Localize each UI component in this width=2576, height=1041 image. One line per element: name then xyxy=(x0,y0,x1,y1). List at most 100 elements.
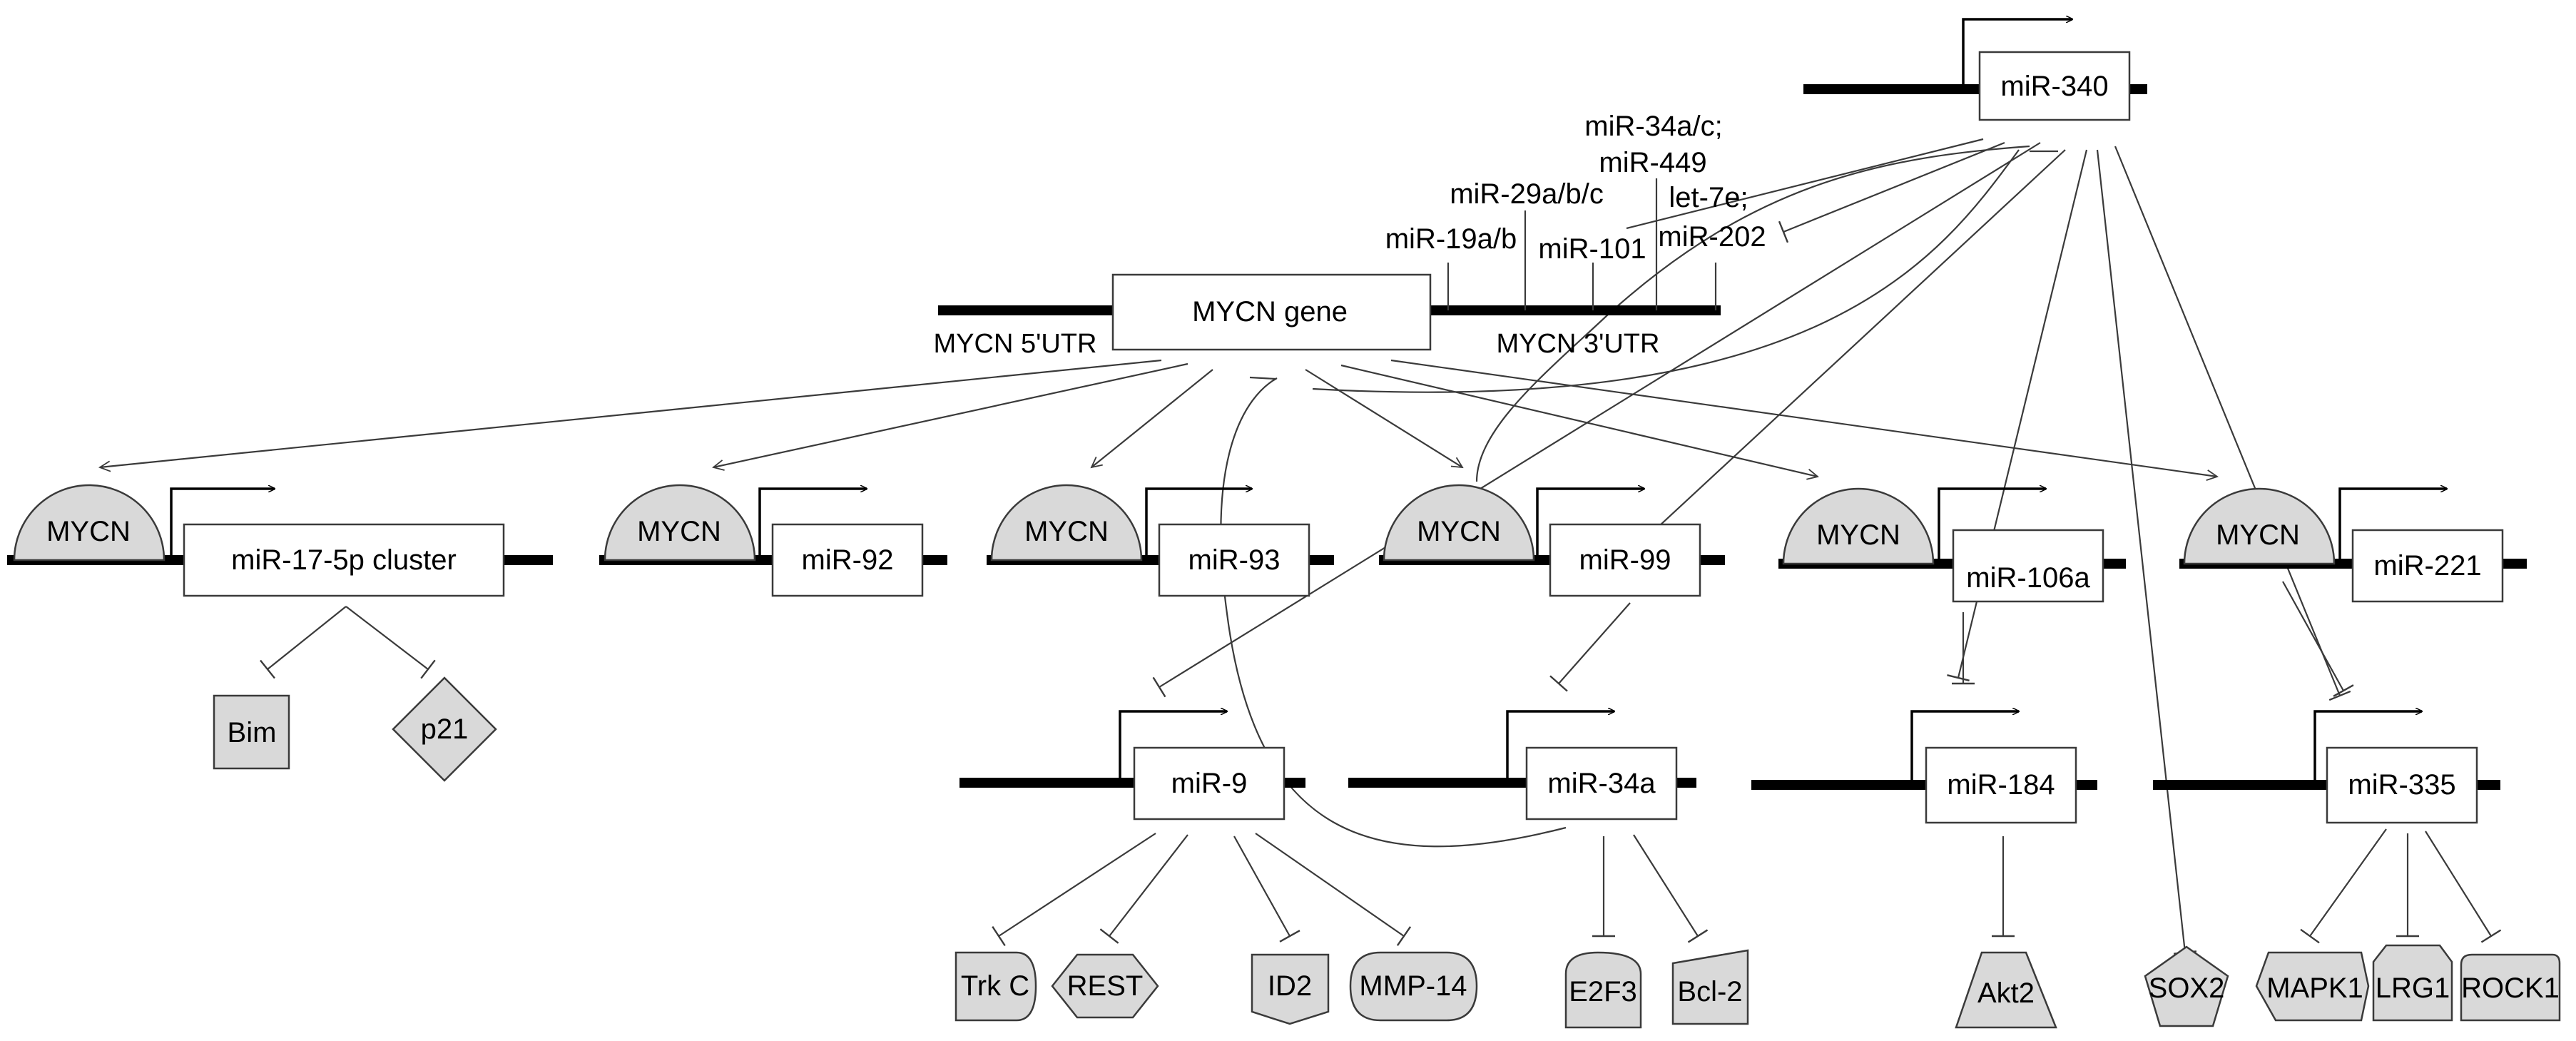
mycn-to-mir34a-tbar xyxy=(1249,376,1276,380)
mir34a-tss-arrow xyxy=(1506,711,1614,779)
bcl2-label: Bcl-2 xyxy=(1677,976,1742,1007)
mycn-gene-label: MYCN gene xyxy=(1192,296,1348,327)
sox2-node: SOX2 xyxy=(2144,945,2229,1027)
rest-node: REST xyxy=(1051,953,1159,1019)
mir29-label: miR-29a/b/c xyxy=(1450,178,1604,210)
mir221-box xyxy=(2351,529,2504,603)
bcl2-shape xyxy=(1671,949,1749,1025)
mir34a-gene: miR-34a xyxy=(1348,711,1696,821)
sox2-shape xyxy=(2144,945,2229,1027)
mycn-binder-mir106a xyxy=(1782,487,1935,565)
mycn-binder-mir93 xyxy=(990,484,1143,562)
let7e-label: let-7e; xyxy=(1669,182,1748,213)
akt2-label: Akt2 xyxy=(1977,977,2035,1009)
rock1-node: ROCK1 xyxy=(2460,953,2561,1022)
mycn-to-mir221-arrow xyxy=(1390,359,2217,477)
mycn-binder-mir221 xyxy=(2183,487,2336,565)
mir92-tss-arrow xyxy=(758,489,867,557)
mycn-to-mir106a-arrow xyxy=(1340,364,1818,477)
mir340-to-mir335-line xyxy=(2114,146,2351,701)
mycn-binder-mir92-label: MYCN xyxy=(637,516,721,547)
mir19-label: miR-19a/b xyxy=(1385,223,1517,255)
mir202-label: miR-202 xyxy=(1658,221,1766,253)
mycn-gene-box xyxy=(1111,273,1432,351)
mir449-label: miR-449 xyxy=(1599,147,1706,178)
mir340-label: miR-340 xyxy=(2000,71,2108,102)
mycn-to-mir99-arrow xyxy=(1305,369,1462,467)
trkc-label: Trk C xyxy=(961,970,1029,1002)
mir335-label: miR-335 xyxy=(2348,769,2455,801)
rock1-shape xyxy=(2460,953,2561,1022)
mir17-tss-arrow xyxy=(170,489,275,557)
mir184-label: miR-184 xyxy=(1947,769,2055,801)
akt2-shape xyxy=(1955,951,2057,1029)
lrg1-label: LRG1 xyxy=(2376,973,2450,1004)
mir93-label: miR-93 xyxy=(1188,544,1281,576)
mycn-binder-mir17-label: MYCN xyxy=(46,516,131,547)
mycn-binder-mir93-label: MYCN xyxy=(1024,516,1109,547)
mycn-5utr-label: MYCN 5'UTR xyxy=(934,329,1097,359)
mir340-to-mir99-line xyxy=(1629,149,2066,554)
mir106a-gene: MYCN miR-106a xyxy=(1778,487,2126,603)
id2-shape xyxy=(1251,953,1330,1025)
mir106a-box xyxy=(1952,529,2104,603)
mir9-to-rest xyxy=(1099,834,1188,944)
mir99-gene: MYCN miR-99 xyxy=(1379,484,1725,597)
mir92-label: miR-92 xyxy=(802,544,894,576)
mir340-to-mycn-bound-curve xyxy=(1475,145,2030,482)
p21-shape xyxy=(392,676,497,782)
akt2-node: Akt2 xyxy=(1955,951,2057,1029)
mir92-gene: MYCN miR-92 xyxy=(599,484,947,597)
mir17-box xyxy=(183,523,505,597)
mir9-to-id2 xyxy=(1233,836,1300,943)
mir34a-label: miR-34a xyxy=(1547,768,1656,799)
mmp14-shape xyxy=(1349,951,1478,1022)
mir93-gene: MYCN miR-93 xyxy=(987,484,1334,597)
mir9-box xyxy=(1133,746,1286,821)
mir99-to-mir34a xyxy=(1549,602,1631,692)
mycn-gene: MYCN gene MYCN 5'UTR MYCN 3'UTR miR-19a/… xyxy=(934,111,1766,359)
mir335-to-mapk1 xyxy=(2300,828,2387,944)
mir335-tss-arrow xyxy=(2313,711,2422,781)
mir101-label: miR-101 xyxy=(1538,233,1646,265)
lrg1-node: LRG1 xyxy=(2372,944,2453,1022)
mir340-gene: miR-340 xyxy=(1803,19,2147,121)
mir9-to-mmp14 xyxy=(1255,833,1412,946)
trkc-node: Trk C xyxy=(954,951,1037,1022)
mir106a-label: miR-106a xyxy=(1966,562,2090,594)
mmp14-node: MMP-14 xyxy=(1349,951,1478,1022)
mir335-to-rock1 xyxy=(2425,831,2502,943)
mir9-tss-arrow xyxy=(1119,711,1227,779)
bim-shape xyxy=(213,694,290,770)
mir184-box xyxy=(1925,746,2077,824)
mir99-label: miR-99 xyxy=(1579,544,1671,576)
mycn-3utr-label: MYCN 3'UTR xyxy=(1497,329,1660,359)
bim-node: Bim xyxy=(213,694,290,770)
e2f3-node: E2F3 xyxy=(1564,951,1642,1029)
mir221-to-mir335 xyxy=(2282,581,2354,697)
mir9-gene: miR-9 xyxy=(959,711,1305,821)
id2-label: ID2 xyxy=(1268,970,1312,1002)
mir340-tss-arrow xyxy=(1962,19,2072,86)
mycn-binder-mir92 xyxy=(604,484,756,562)
mir17-gene: MYCN miR-17-5p cluster xyxy=(7,484,553,597)
mir9-label: miR-9 xyxy=(1171,768,1248,799)
mmp14-label: MMP-14 xyxy=(1359,970,1467,1002)
trkc-shape xyxy=(954,951,1037,1022)
bcl2-node: Bcl-2 xyxy=(1671,949,1749,1025)
mir106a-tss-arrow xyxy=(1938,489,2046,560)
mycn-binder-mir17 xyxy=(13,484,166,562)
mir335-gene: miR-335 xyxy=(2153,711,2500,824)
mir99-box xyxy=(1549,523,1701,597)
mir340-to-sox2-line xyxy=(2096,149,2197,955)
mycn-to-mir34a-inhibition xyxy=(1220,377,1567,848)
rest-label: REST xyxy=(1067,970,1144,1002)
mycn-binder-mir99 xyxy=(1383,484,1535,562)
lrg1-shape xyxy=(2372,944,2453,1022)
mycn-binder-mir99-label: MYCN xyxy=(1417,516,1501,547)
mir34a-box xyxy=(1525,746,1678,821)
mir335-box xyxy=(2326,746,2478,824)
p21-node: p21 xyxy=(392,676,497,782)
bim-label: Bim xyxy=(228,717,277,748)
